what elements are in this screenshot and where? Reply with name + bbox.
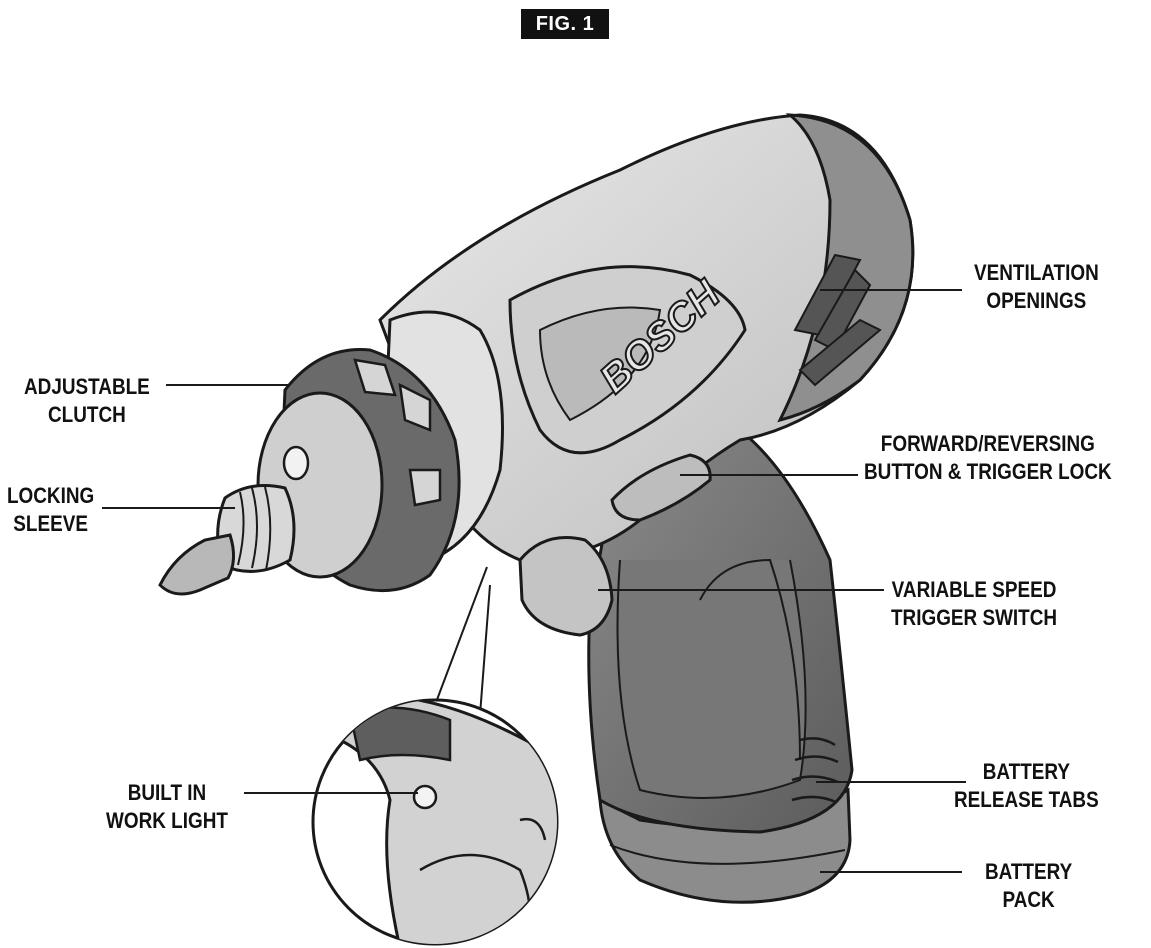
callout-battery-pack: BATTERY PACK (985, 859, 1073, 912)
callout-ventilation: VENTILATION OPENINGS (974, 260, 1099, 313)
trigger-switch (518, 536, 614, 637)
callout-work-light: BUILT IN WORK LIGHT (106, 780, 228, 833)
battery-release-tabs (791, 737, 839, 804)
callout-forward-reversing: FORWARD/REVERSING BUTTON & TRIGGER LOCK (864, 431, 1112, 484)
figure-label: FIG. 1 (521, 9, 609, 39)
callout-trigger-switch: VARIABLE SPEED TRIGGER SWITCH (891, 577, 1058, 630)
screwdriver-bit (158, 533, 235, 596)
callout-adjustable-clutch: ADJUSTABLE CLUTCH (24, 374, 150, 427)
callout-locking-sleeve: LOCKING SLEEVE (7, 483, 95, 536)
callout-battery-release-tabs: BATTERY RELEASE TABS (954, 759, 1099, 812)
forward-reverse-button (610, 453, 712, 522)
work-light-lens (282, 445, 310, 481)
work-light-inset (311, 698, 559, 946)
